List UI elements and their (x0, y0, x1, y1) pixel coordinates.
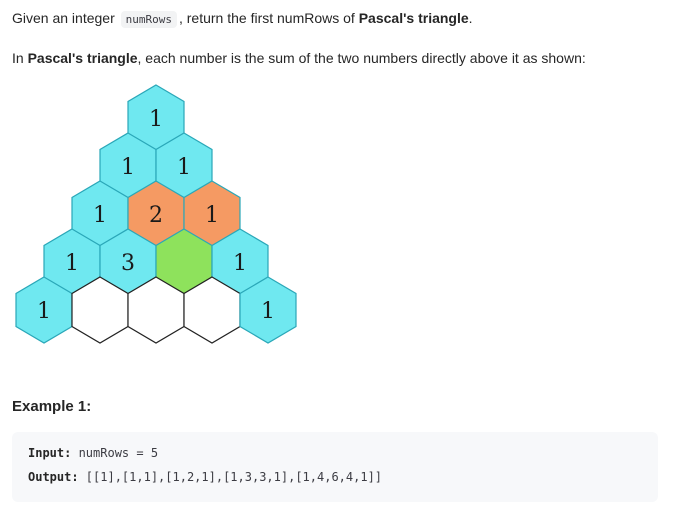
pascal-bold-2: Pascal's triangle (27, 50, 138, 66)
hexagon-label-r3-c1: 3 (121, 251, 135, 276)
example-input-line: Input: numRows = 5 (28, 446, 158, 460)
input-label: Input: (28, 446, 72, 460)
pascal-bold: Pascal's triangle (358, 10, 469, 26)
problem-statement: Given an integer numRows, return the fir… (12, 8, 473, 30)
hexagon-label-r2-c0: 1 (93, 203, 107, 228)
output-label: Output: (28, 470, 79, 484)
input-value: numRows = 5 (71, 446, 159, 460)
example-code-block: Input: numRows = 5 Output: [[1],[1,1],[1… (12, 432, 658, 502)
explanation: In Pascal's triangle, each number is the… (12, 48, 586, 68)
hexagon-cell-r4-c4 (239, 276, 297, 344)
hexagon-label-r4-c4: 1 (261, 299, 275, 324)
intro-text-2: , return the first numRows of (178, 10, 359, 26)
hexagon-label-r1-c1: 1 (177, 155, 191, 180)
hexagon-label-r0-c0: 1 (149, 107, 163, 132)
hexagon-label-r3-c0: 1 (65, 251, 79, 276)
num-rows-code: numRows (120, 11, 177, 28)
hexagon-label-r1-c0: 1 (121, 155, 135, 180)
hexagon-label-r2-c1: 2 (149, 203, 163, 228)
explain-text: In (12, 50, 28, 66)
hexagon-label-r3-c3: 1 (233, 251, 247, 276)
example-title: Example 1: (12, 398, 92, 415)
intro-text-3: . (468, 10, 473, 26)
explain-text-2: , each number is the sum of the two numb… (137, 50, 586, 66)
intro-text: Given an integer (12, 10, 119, 26)
hexagon-label-r2-c2: 1 (205, 203, 219, 228)
output-value: [[1],[1,1],[1,2,1],[1,3,3,1],[1,4,6,4,1]… (78, 470, 383, 484)
hexagon-label-r4-c0: 1 (37, 299, 51, 324)
example-output-line: Output: [[1],[1,1],[1,2,1],[1,3,3,1],[1,… (28, 470, 382, 484)
